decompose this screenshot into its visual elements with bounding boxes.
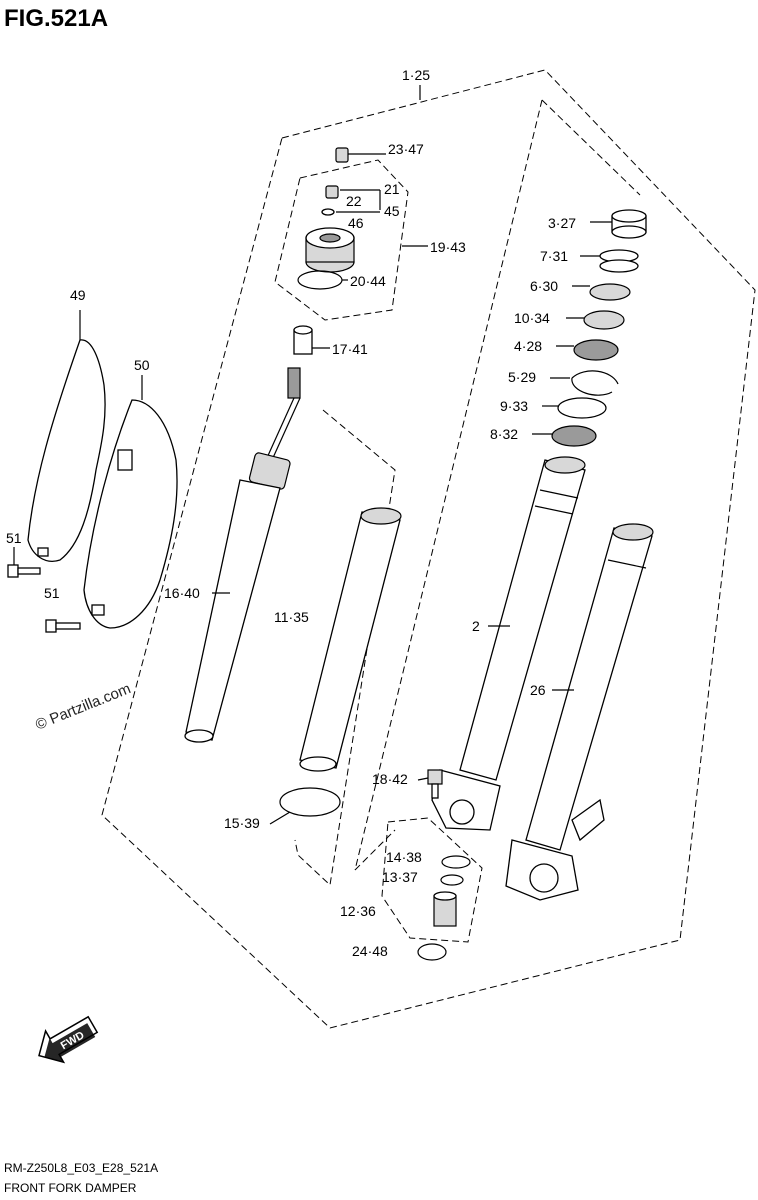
label-part-20: 20·44: [350, 273, 386, 289]
label-part-22: 22: [346, 193, 362, 209]
label-part-2: 2: [472, 618, 480, 634]
fork-guard-upper: [27, 339, 106, 562]
rod-collar: [293, 325, 313, 355]
figure-title: FIG.521A: [4, 5, 108, 32]
valve-washer: [321, 208, 335, 216]
label-part-3: 3·27: [548, 215, 576, 231]
axle-holder: [505, 798, 605, 901]
guide-bushing: [599, 249, 639, 273]
label-part-14: 14·38: [386, 849, 422, 865]
label-part-5: 5·29: [508, 369, 536, 385]
cartridge-cylinder: [299, 507, 402, 772]
label-part-51-upper: 51: [6, 530, 22, 546]
guard-bolt-lower: [45, 619, 81, 633]
footer-model-code: RM-Z250L8_E03_E28_521A: [4, 1161, 158, 1175]
label-part-12: 12·36: [340, 903, 376, 919]
label-part-17: 17·41: [332, 341, 368, 357]
label-part-8: 8·32: [490, 426, 518, 442]
cap-bolt-small: [335, 147, 349, 163]
fork-cap: [305, 227, 355, 273]
cartridge-group-outline: [294, 409, 396, 887]
base-valve-outline: [381, 817, 483, 943]
base-valve: [433, 891, 457, 927]
assembly-outline-main: [101, 69, 756, 1029]
footer-title: FRONT FORK DAMPER: [4, 1181, 137, 1195]
label-part-18: 18·42: [372, 771, 408, 787]
label-part-16: 16·40: [164, 585, 200, 601]
seal-ring-9: [557, 397, 607, 419]
watermark: © Partzilla.com: [33, 680, 133, 734]
label-part-51-lower: 51: [44, 585, 60, 601]
fwd-arrow-icon: FWD: [38, 1015, 99, 1064]
cylinder-o-ring: [279, 787, 341, 817]
label-part-7: 7·31: [540, 248, 568, 264]
label-part-24: 24·48: [352, 943, 388, 959]
guard-window: [117, 449, 133, 471]
label-part-50: 50: [134, 357, 150, 373]
label-part-19: 19·43: [430, 239, 466, 255]
stopper-ring-5: [571, 370, 619, 396]
label-part-15: 15·39: [224, 815, 260, 831]
fork-guard-lower: [83, 399, 178, 629]
assembly-outline-inner: [354, 99, 641, 871]
seal-spacer-10: [583, 310, 625, 330]
label-part-13: 13·37: [382, 869, 418, 885]
label-part-46: 46: [348, 215, 364, 231]
label-part-45: 45: [384, 203, 400, 219]
label-part-23: 23·47: [388, 141, 424, 157]
label-part-21: 21: [384, 181, 400, 197]
label-part-6: 6·30: [530, 278, 558, 294]
slide-bushing: [611, 209, 647, 239]
inner-tube: [525, 523, 654, 851]
label-part-1: 1·25: [402, 67, 430, 83]
base-ring-13: [440, 874, 464, 886]
label-part-10: 10·34: [514, 310, 550, 326]
label-part-9: 9·33: [500, 398, 528, 414]
dust-seal-8: [551, 425, 597, 447]
guard-bolt-upper: [7, 564, 41, 578]
oil-seal-4: [573, 339, 619, 361]
guard-mount-hole: [37, 547, 49, 557]
outer-tube: [459, 456, 586, 781]
adjuster-valve: [325, 185, 339, 199]
bracket-bolt: [427, 769, 443, 799]
o-ring-24: [417, 943, 447, 961]
label-part-26: 26: [530, 682, 546, 698]
washer-6: [589, 283, 631, 301]
damper-rod: [184, 367, 301, 743]
guard-mount-hole-lower: [91, 604, 105, 616]
label-part-11: 11·35: [274, 609, 309, 625]
cap-group-outline: [274, 159, 409, 321]
base-ring-14: [441, 855, 471, 869]
leader-lines: [13, 85, 612, 825]
label-part-4: 4·28: [514, 338, 542, 354]
label-part-49: 49: [70, 287, 86, 303]
cap-o-ring: [297, 270, 343, 290]
